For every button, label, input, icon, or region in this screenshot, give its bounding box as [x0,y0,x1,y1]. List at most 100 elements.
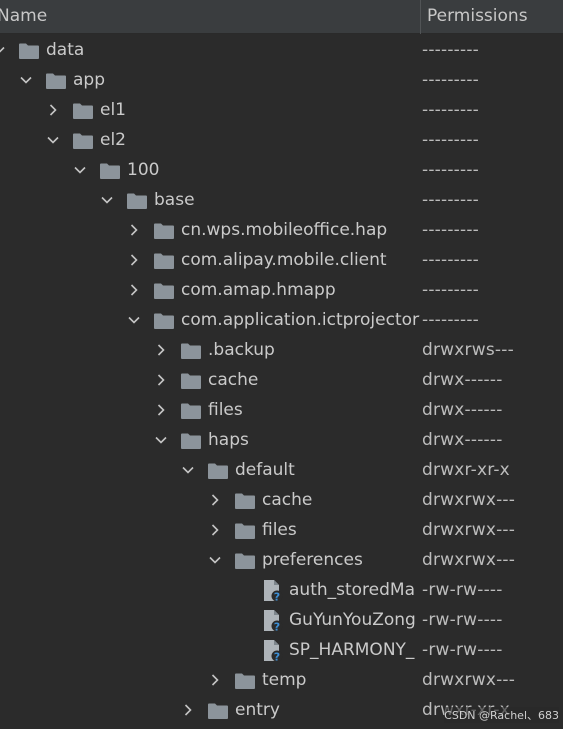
name-cell: 100 [0,156,420,186]
tree-folder-row[interactable]: app--------- [0,66,563,96]
tree-folder-row[interactable]: el2 --------- [0,126,563,156]
folder-icon [234,551,256,571]
chevron-down-icon[interactable] [73,163,87,177]
tree-folder-row[interactable]: base --------- [0,186,563,216]
permissions-cell: --------- [422,280,480,300]
name-column-header[interactable]: Name [0,6,48,26]
chevron-down-icon[interactable] [46,133,60,147]
permissions-cell: drwxrwx--- [422,490,516,510]
tree-item-label: data [46,40,85,60]
folder-icon [126,191,148,211]
chevron-down-icon[interactable] [154,433,168,447]
permissions-cell: drwxrwx--- [422,550,516,570]
folder-icon [153,251,175,271]
tree-item-label: cache [262,490,313,510]
tree-folder-row[interactable]: entrydrwxr-xr-x [0,696,563,726]
name-cell: app [0,66,420,96]
chevron-down-icon[interactable] [127,313,141,327]
permissions-cell: drwx------ [422,430,503,450]
folder-icon [180,341,202,361]
name-cell: com.alipay.mobile.client [0,246,420,276]
chevron-right-icon[interactable] [127,223,141,237]
column-header: Name Permissions [0,0,563,34]
name-cell: base [0,186,420,216]
chevron-down-icon[interactable] [208,553,222,567]
tree-folder-row[interactable]: 100--------- [0,156,563,186]
chevron-down-icon[interactable] [19,73,33,87]
name-cell: cn.wps.mobileoffice.hap [0,216,420,246]
chevron-right-icon[interactable] [154,373,168,387]
chevron-down-icon[interactable] [0,43,6,57]
tree-file-row[interactable]: ?SP_HARMONY_-rw-rw---- [0,636,563,666]
tree-item-label: app [73,70,105,90]
tree-item-label: files [208,400,243,420]
tree-folder-row[interactable]: preferences drwxrwx--- [0,546,563,576]
tree-item-label: preferences [262,550,363,570]
name-cell: ?SP_HARMONY_ [0,636,420,666]
permissions-cell: --------- [422,130,480,150]
tree-file-row[interactable]: ?auth_storedMa-rw-rw---- [0,576,563,606]
tree-item-label: entry [235,700,280,720]
name-cell: entry [0,696,420,726]
folder-icon [153,221,175,241]
tree-item-label: el2 [100,130,126,150]
permissions-column-header[interactable]: Permissions [427,6,528,26]
tree-item-label: base [154,190,195,210]
tree-item-label: com.amap.hmapp [181,280,336,300]
unknown-file-icon: ? [261,579,283,604]
tree-folder-row[interactable]: cache drwxrwx--- [0,486,563,516]
chevron-right-icon[interactable] [46,103,60,117]
tree-folder-row[interactable]: com.amap.hmapp --------- [0,276,563,306]
permissions-cell: -rw-rw---- [422,640,503,660]
unknown-file-icon: ? [261,639,283,664]
column-divider[interactable] [420,0,421,34]
chevron-down-icon[interactable] [100,193,114,207]
permissions-cell: drwx------ [422,370,503,390]
svg-text:?: ? [274,591,280,604]
tree-file-row[interactable]: ? GuYunYouZong -rw-rw---- [0,606,563,636]
tree-item-label: com.application.ictprojectory [181,310,420,330]
unknown-file-icon: ? [261,609,283,634]
permissions-cell: --------- [422,100,480,120]
folder-icon [180,401,202,421]
tree-item-label: auth_storedMa [289,580,416,600]
chevron-right-icon[interactable] [127,253,141,267]
permissions-cell: -rw-rw---- [422,610,503,630]
tree-folder-row[interactable]: el1--------- [0,96,563,126]
chevron-right-icon[interactable] [208,523,222,537]
permissions-cell: drwxrwx--- [422,670,516,690]
tree-folder-row[interactable]: cn.wps.mobileoffice.hap--------- [0,216,563,246]
permissions-cell: --------- [422,190,480,210]
chevron-right-icon[interactable] [181,703,195,717]
chevron-right-icon[interactable] [154,343,168,357]
tree-folder-row[interactable]: com.application.ictprojectory--------- [0,306,563,336]
tree-item-label: GuYunYouZong [289,610,416,630]
chevron-right-icon[interactable] [208,493,222,507]
folder-icon [72,131,94,151]
name-cell: files [0,516,420,546]
name-cell: default [0,456,420,486]
svg-text:?: ? [274,651,280,664]
permissions-cell: --------- [422,220,480,240]
chevron-right-icon[interactable] [154,403,168,417]
folder-icon [180,431,202,451]
name-cell: com.amap.hmapp [0,276,420,306]
chevron-down-icon[interactable] [181,463,195,477]
tree-folder-row[interactable]: data--------- [0,36,563,66]
tree-item-label: default [235,460,295,480]
permissions-cell: --------- [422,160,480,180]
tree-item-label: files [262,520,297,540]
chevron-right-icon[interactable] [127,283,141,297]
folder-icon [180,371,202,391]
permissions-cell: --------- [422,310,480,330]
chevron-right-icon[interactable] [208,673,222,687]
svg-text:?: ? [274,621,280,634]
tree-folder-row[interactable]: com.alipay.mobile.client--------- [0,246,563,276]
